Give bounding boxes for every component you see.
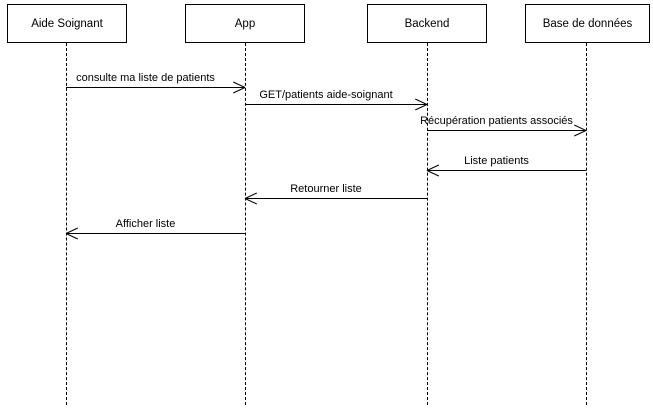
participant-aide-soignant: Aide Soignant — [7, 4, 127, 43]
participant-label: Base de données — [542, 17, 633, 30]
message-line — [427, 130, 586, 131]
message-line — [66, 233, 245, 234]
message-label: GET/patients aide-soignant — [259, 89, 393, 101]
message-label: Liste patients — [464, 155, 529, 167]
lifeline-aide-soignant — [66, 43, 67, 405]
participant-label: App — [234, 17, 256, 30]
participant-app: App — [185, 4, 305, 43]
lifeline-app — [245, 43, 246, 405]
message-line — [245, 104, 427, 105]
message-label: Afficher liste — [115, 218, 176, 230]
message-label: Récupération patients associés — [420, 115, 573, 127]
message-label: consulte ma liste de patients — [76, 72, 215, 84]
participant-base-de-donnees: Base de données — [525, 4, 650, 43]
participant-label: Backend — [404, 17, 450, 30]
message-label: Retourner liste — [290, 183, 362, 195]
lifeline-backend — [427, 43, 428, 405]
lifeline-base-de-donnees — [586, 43, 587, 405]
message-line — [427, 170, 586, 171]
participant-backend: Backend — [367, 4, 487, 43]
participant-label: Aide Soignant — [31, 17, 103, 30]
message-line — [66, 87, 245, 88]
message-line — [245, 198, 427, 199]
